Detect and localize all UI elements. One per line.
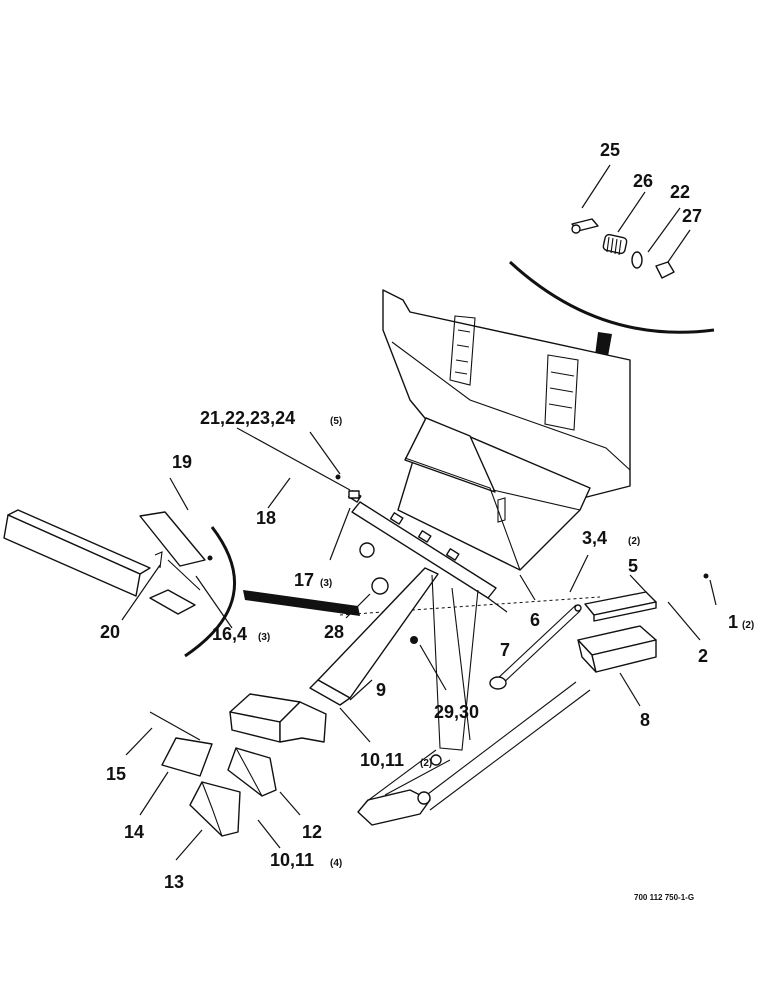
callout-15: 15 <box>106 764 126 784</box>
detail-pointer-left <box>243 590 360 616</box>
callout-20: 20 <box>100 622 120 642</box>
callout-9: 9 <box>376 680 386 700</box>
spring-coils <box>606 236 622 256</box>
callout-1: 1 <box>728 612 738 632</box>
callout-17-qty: (3) <box>320 578 332 589</box>
bolt-21 <box>335 474 341 480</box>
clevis-pin-head <box>571 224 581 234</box>
callout-21-24: 21,22,23,24 <box>200 408 295 428</box>
callout-26: 26 <box>633 171 653 191</box>
nut-part <box>655 261 675 279</box>
plate-14 <box>161 737 213 777</box>
support-frame <box>309 567 479 751</box>
callout-10-11-a-qty: (2) <box>420 758 432 769</box>
callout-22: 22 <box>670 182 690 202</box>
washer-part <box>631 251 643 269</box>
washer-28 <box>371 577 389 595</box>
callout-18: 18 <box>256 508 276 528</box>
callout-1-qty: (2) <box>742 620 754 631</box>
callout-17: 17 <box>294 570 314 590</box>
step-box-right <box>577 625 657 673</box>
bar-rod <box>236 427 351 491</box>
callout-10-11-b: 10,11 <box>270 850 314 870</box>
callout-6: 6 <box>530 610 540 630</box>
bracket-13 <box>189 781 241 837</box>
callout-25: 25 <box>600 140 620 160</box>
detail-hardware <box>571 218 675 279</box>
step-pad-right <box>584 591 657 622</box>
clip-17 <box>348 490 360 499</box>
figure-reference: 700 112 750-1-G <box>634 893 694 902</box>
callout-5: 5 <box>628 556 638 576</box>
callout-12: 12 <box>302 822 322 842</box>
callout-8: 8 <box>640 710 650 730</box>
callout-10-11-b-qty: (4) <box>330 858 342 869</box>
callout-19: 19 <box>172 452 192 472</box>
callout-21-24-qty: (5) <box>330 416 342 427</box>
machine-housing <box>382 289 631 501</box>
callout-29-30: 29,30 <box>434 702 479 722</box>
link-rod <box>489 604 582 690</box>
pin-1 <box>703 573 709 579</box>
callout-28: 28 <box>324 622 344 642</box>
step-pad-mid <box>229 693 327 743</box>
detail-arc-top <box>508 260 715 334</box>
callout-13: 13 <box>164 872 184 892</box>
callout-7: 7 <box>500 640 510 660</box>
assembly-centerline <box>339 596 601 616</box>
callout-14: 14 <box>124 822 144 842</box>
callout-2: 2 <box>698 646 708 666</box>
callout-3-4: 3,4 <box>582 528 607 548</box>
hopper-box <box>397 417 591 571</box>
nut-29-30 <box>410 636 418 644</box>
callout-27: 27 <box>682 206 702 226</box>
bracket-12 <box>227 747 277 797</box>
leader-lines <box>121 164 717 861</box>
callout-10-11-a: 10,11 <box>360 750 404 770</box>
callout-16-4-qty: (3) <box>258 632 270 643</box>
callout-16-4: 16,4 <box>212 624 247 644</box>
left-pad <box>139 511 213 615</box>
bolt-28-head <box>359 542 375 558</box>
left-arm <box>3 509 151 597</box>
lower-frame <box>357 681 591 826</box>
detail-arc-left <box>184 526 236 658</box>
callout-3-4-qty: (2) <box>628 536 640 547</box>
